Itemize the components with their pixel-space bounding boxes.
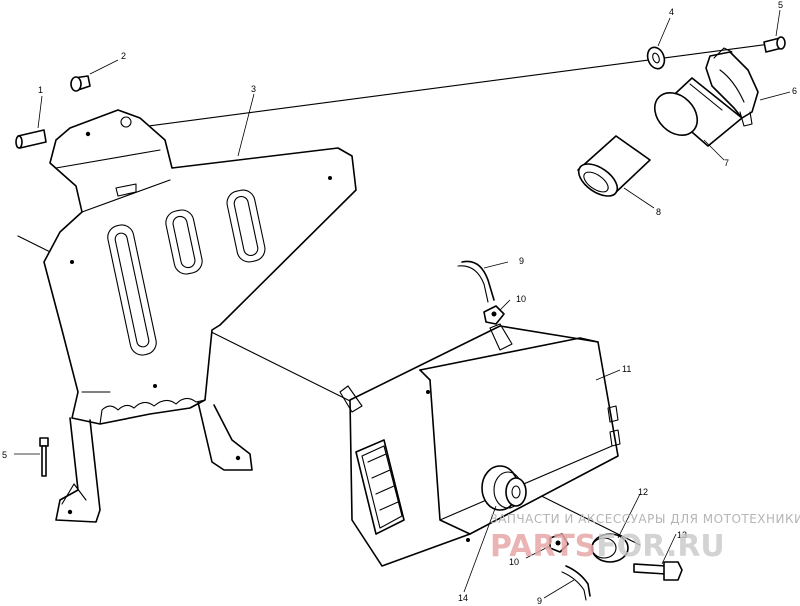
washer-part-4 [646, 46, 666, 70]
callout-5-lower: 5 [2, 450, 7, 460]
leader-lines [14, 9, 791, 599]
callout-10-lower: 10 [509, 557, 519, 567]
bolt-part-5-lower [39, 437, 49, 477]
callout-9-upper: 9 [519, 256, 524, 266]
callout-5-upper: 5 [778, 0, 783, 10]
bolt-part-5-upper [763, 36, 786, 53]
watermark: ЗАПЧАСТИ И АКСЕССУАРЫ ДЛЯ МОТОТЕХНИКИ PA… [490, 512, 800, 564]
control-module-part-11 [339, 323, 621, 567]
watermark-logo-grey: FOR.RU [596, 529, 725, 564]
bracket-plate [43, 109, 357, 523]
callout-13: 13 [677, 530, 687, 540]
callout-2: 2 [121, 51, 126, 61]
sleeve-part-8 [577, 135, 651, 197]
clamp-part-6 [705, 47, 759, 127]
callout-3: 3 [251, 84, 256, 94]
strap-part-9-lower [561, 565, 591, 601]
callout-6: 6 [792, 86, 797, 96]
callout-8: 8 [656, 207, 661, 217]
cap-part-2 [70, 75, 91, 92]
pin-part-1 [15, 129, 47, 149]
callout-1: 1 [38, 85, 43, 95]
callout-10-upper: 10 [516, 294, 526, 304]
callout-7: 7 [724, 158, 729, 168]
callout-9-lower: 9 [537, 596, 542, 606]
grommet-part-14 [481, 465, 527, 511]
cylinder-part-7 [653, 77, 743, 147]
callout-12: 12 [638, 487, 648, 497]
bolt-part-13 [633, 561, 683, 581]
callout-14: 14 [458, 593, 468, 603]
callout-4: 4 [669, 7, 674, 17]
strap-part-9-upper [457, 260, 495, 303]
watermark-logo-red: PARTS [490, 529, 596, 564]
watermark-tagline: ЗАПЧАСТИ И АКСЕССУАРЫ ДЛЯ МОТОТЕХНИКИ [490, 512, 800, 526]
nut-part-10-upper [483, 305, 505, 325]
callout-11: 11 [622, 364, 631, 374]
watermark-logo: PARTSFOR.RU [490, 529, 725, 564]
cap-part-12 [591, 533, 629, 563]
